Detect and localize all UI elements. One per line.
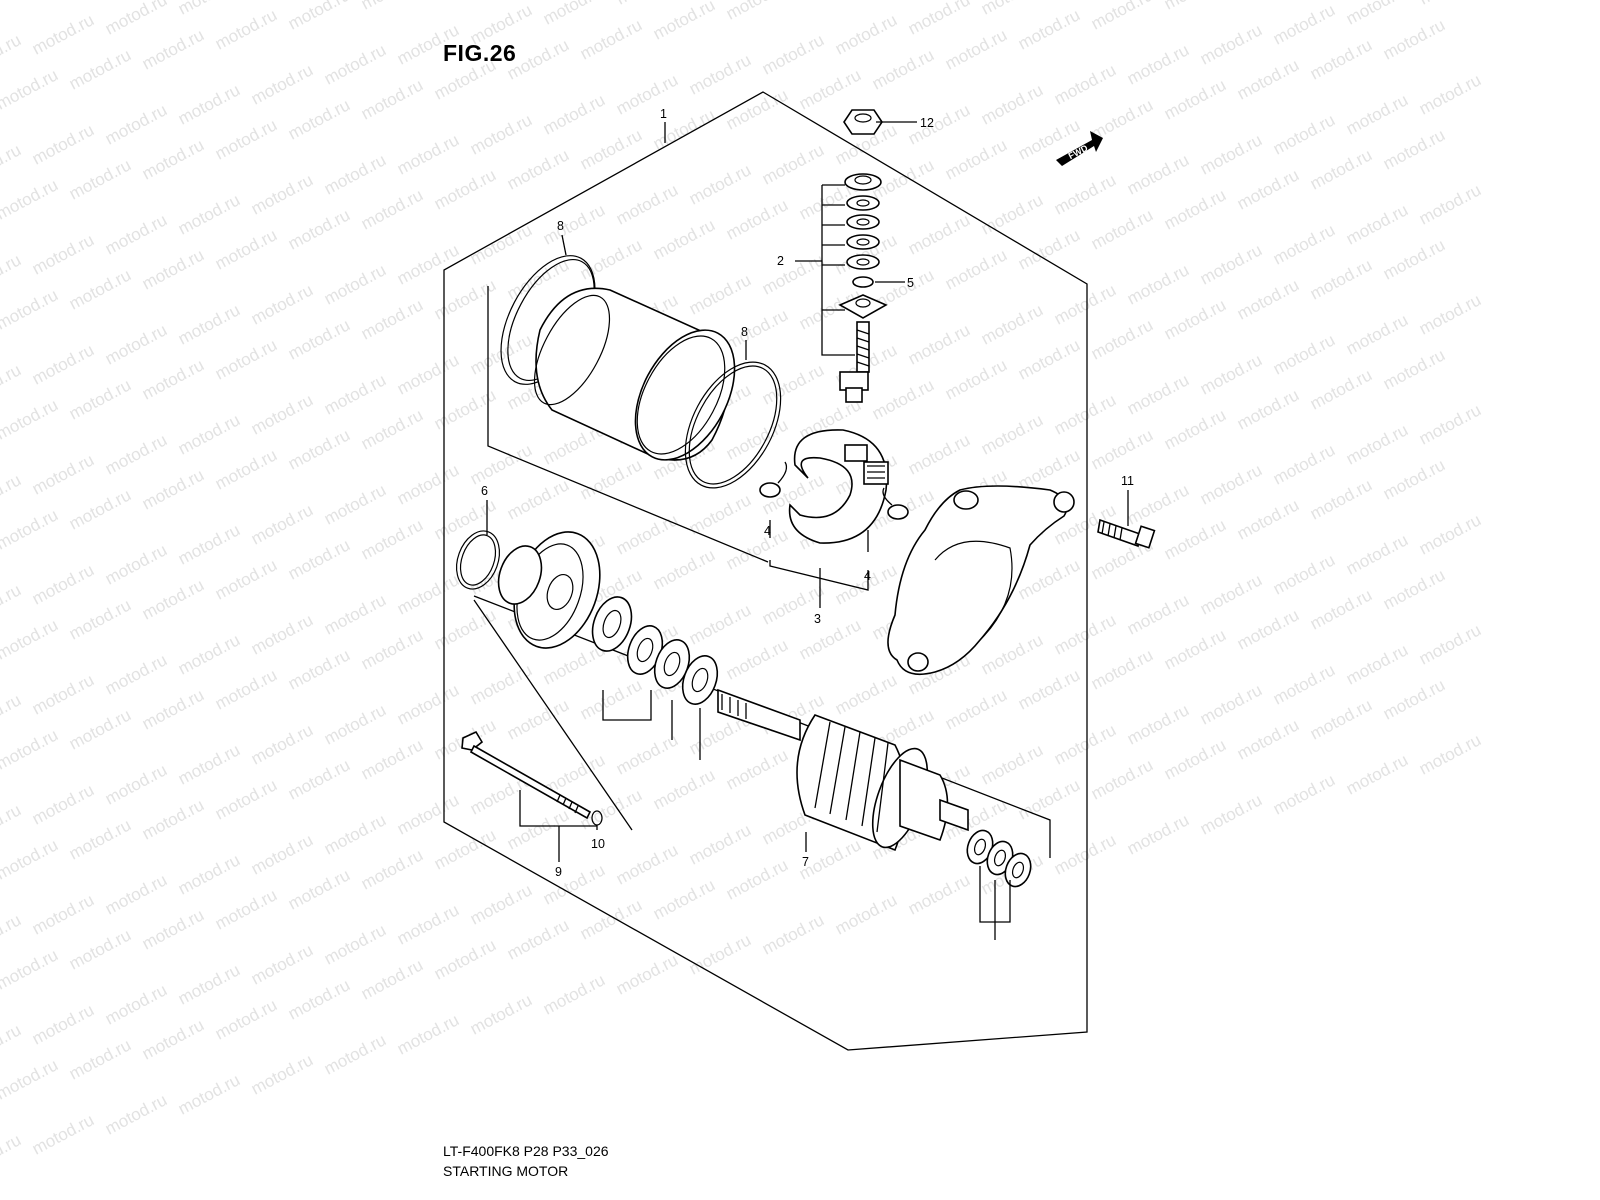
o-ring-terminal-part: [852, 276, 874, 288]
callout-4-left: 4: [764, 524, 771, 538]
yoke-housing-part: [533, 287, 736, 461]
housing-group-frame: [487, 286, 769, 563]
callout-7: 7: [802, 855, 809, 869]
brush-plate-part: [788, 429, 889, 544]
callout-1: 1: [660, 107, 667, 121]
callout-2: 2: [777, 254, 784, 268]
callout-8-rear: 8: [741, 325, 748, 339]
thrust-washer-rear-part: [966, 829, 1032, 888]
fwd-direction-arrow: FWD: [1056, 131, 1103, 166]
figure-name: STARTING MOTOR: [443, 1163, 569, 1179]
callout-3: 3: [814, 612, 821, 626]
callout-6: 6: [481, 484, 488, 498]
callout-10: 10: [591, 837, 605, 851]
callout-5: 5: [907, 276, 914, 290]
brush-spring-right-part: [882, 487, 909, 520]
lock-washer-front-part: [591, 596, 633, 652]
o-ring-bolt-part: [591, 810, 603, 826]
armature-part: [717, 688, 969, 852]
leader-lines: [486, 121, 1129, 940]
brush-spring-left-part: [759, 461, 788, 498]
callout-12: 12: [920, 116, 934, 130]
figure-model-code: LT-F400FK8 P28 P33_026: [443, 1143, 609, 1159]
callout-8-front: 8: [557, 219, 564, 233]
callout-4-right: 4: [864, 569, 871, 583]
callout-9: 9: [555, 865, 562, 879]
terminal-washer-stack-part: [844, 173, 882, 270]
assembly-outline: [443, 91, 1088, 1051]
thrust-washer-set-part: [626, 625, 719, 705]
o-ring-rear-part: [684, 361, 782, 489]
o-ring-front-cover-part: [455, 530, 501, 590]
bolt-group-frame: [473, 599, 633, 831]
through-bolt-part: [461, 730, 592, 820]
figure-title: FIG.26: [443, 40, 517, 66]
terminal-nut-part: [843, 109, 883, 135]
terminal-insulator-part: [838, 294, 888, 319]
callout-11: 11: [1121, 474, 1134, 488]
cover-bolt-part: [1097, 518, 1156, 549]
rear-end-cover-part: [887, 485, 1075, 676]
terminal-bolt-part: [839, 321, 870, 403]
front-end-cover-part: [497, 531, 601, 649]
